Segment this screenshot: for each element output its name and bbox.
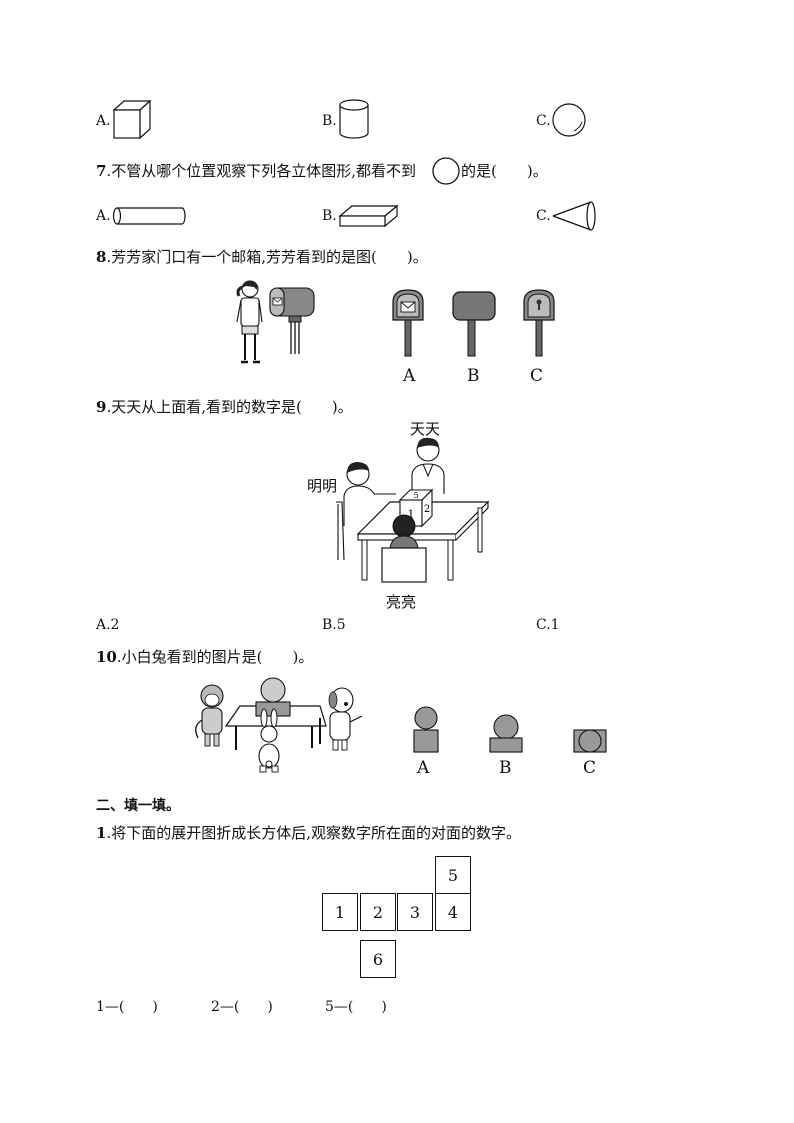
question-10: 10.小白兔看到的图片是( )。 xyxy=(96,648,314,666)
mailbox-view-c xyxy=(523,289,555,357)
q9-option-b: B.5 xyxy=(322,617,346,633)
q7-option-a-label: A. xyxy=(96,208,111,224)
girl-and-mailbox-illustration xyxy=(236,280,315,364)
circle-icon xyxy=(432,157,460,185)
cube-icon xyxy=(112,99,152,140)
answer-blank-2[interactable]: 2—( ) xyxy=(211,999,273,1015)
option-a-label: A. xyxy=(96,113,111,129)
question-7: 7.不管从哪个位置观察下列各立体图形,都看不到 xyxy=(96,162,416,180)
name-mingming: 明明 xyxy=(307,477,338,495)
option-c-label: C. xyxy=(536,113,551,129)
q7-option-b-label: B. xyxy=(322,208,337,224)
net-cell-4: 4 xyxy=(435,893,471,931)
net-cell-1: 1 xyxy=(322,893,358,931)
net-cell-3: 3 xyxy=(397,893,433,931)
view-choice-c xyxy=(573,729,607,753)
net-cell-5: 5 xyxy=(435,856,471,894)
option-b-label: B. xyxy=(322,113,337,129)
mailbox-view-a xyxy=(392,289,424,357)
answer-blank-5[interactable]: 5—( ) xyxy=(325,999,387,1015)
question-8: 8.芳芳家门口有一个邮箱,芳芳看到的是图( )。 xyxy=(96,248,428,266)
cone-icon xyxy=(552,201,596,231)
long-cylinder-icon xyxy=(112,207,186,225)
cube-side-number: 2 xyxy=(424,504,430,515)
cylinder-icon xyxy=(339,99,369,139)
table-scene-illustration: 5 1 2 xyxy=(336,437,490,583)
mailbox-label-a: A xyxy=(403,366,416,386)
flat-cuboid-icon xyxy=(338,204,399,228)
fill-question-1: 1.将下面的展开图折成长方体后,观察数字所在面的对面的数字。 xyxy=(96,824,521,842)
view-label-c: C xyxy=(583,758,597,778)
mailbox-label-b: B xyxy=(467,366,480,386)
answer-blank-1[interactable]: 1—( ) xyxy=(96,999,158,1015)
question-7-tail: 的是( )。 xyxy=(461,162,548,180)
cube-front-number: 1 xyxy=(408,508,415,521)
cube-top-number: 5 xyxy=(413,491,418,500)
name-tiantian: 天天 xyxy=(410,420,441,438)
view-label-a: A xyxy=(417,758,430,778)
mailbox-label-c: C xyxy=(530,366,544,386)
net-cell-2: 2 xyxy=(360,893,396,931)
net-cell-6: 6 xyxy=(360,940,396,978)
sphere-icon xyxy=(552,103,586,137)
q9-option-a: A.2 xyxy=(96,617,120,633)
mailbox-view-b xyxy=(452,291,496,357)
name-liangliang: 亮亮 xyxy=(386,593,417,611)
view-choice-b xyxy=(489,714,523,753)
q7-option-c-label: C. xyxy=(536,208,551,224)
view-choice-a xyxy=(413,706,439,753)
question-9: 9.天天从上面看,看到的数字是( )。 xyxy=(96,398,353,416)
view-label-b: B xyxy=(499,758,512,778)
q9-option-c: C.1 xyxy=(536,617,560,633)
animals-table-illustration xyxy=(195,677,363,773)
section-2-title: 二、填一填。 xyxy=(96,798,180,814)
